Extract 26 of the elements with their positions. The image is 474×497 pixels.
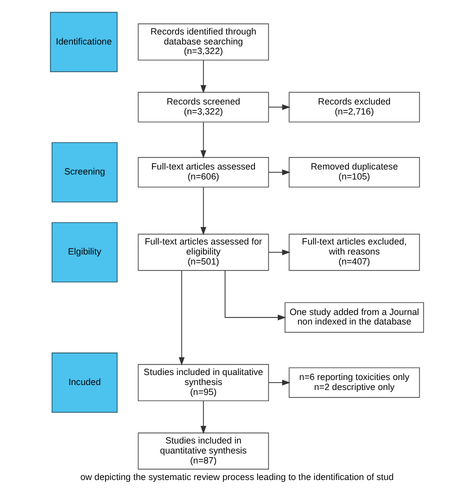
node-box: Records excluded (n=2,716) [288, 91, 420, 122]
node-box: Studies included in quantitative synthesis (n=87) [138, 432, 269, 470]
node-box: Records screened (n=3,322) [138, 91, 269, 122]
node-box: Records identified through database searching (n=3,322) [138, 22, 269, 60]
arrow [268, 379, 290, 385]
arrow [268, 248, 290, 255]
node-box: Identificatione [50, 11, 118, 72]
node-box: One study added from a Journal non indexed in the database [284, 302, 424, 332]
arrow [200, 400, 206, 434]
arrow [200, 121, 206, 158]
node-box: Removed duplicatese (n=105) [288, 156, 420, 188]
arrow [200, 59, 206, 93]
node-box: n=6 reporting toxicities only n=2 descriptive only [288, 366, 420, 398]
node-box: Full-text articles excluded, with reasons (n=407) [288, 233, 420, 270]
node-box: Studies included in qualitative synthesis (n=95) [138, 364, 269, 401]
node-box: Elgibility [52, 222, 118, 282]
arrow [178, 270, 185, 366]
node-box: Incuded [52, 352, 118, 412]
arrow [200, 186, 206, 235]
node-box: Full-text articles assessed for eligibility (n=501) [138, 233, 269, 270]
caption: ow depicting the systematic review process leading to the identification of stud [80, 471, 394, 482]
arrow [224, 270, 286, 320]
arrow [268, 104, 290, 110]
node-box: Full-text articles assessed (n=606) [138, 156, 269, 188]
node-box: Screening [52, 142, 118, 202]
arrow [268, 168, 290, 175]
